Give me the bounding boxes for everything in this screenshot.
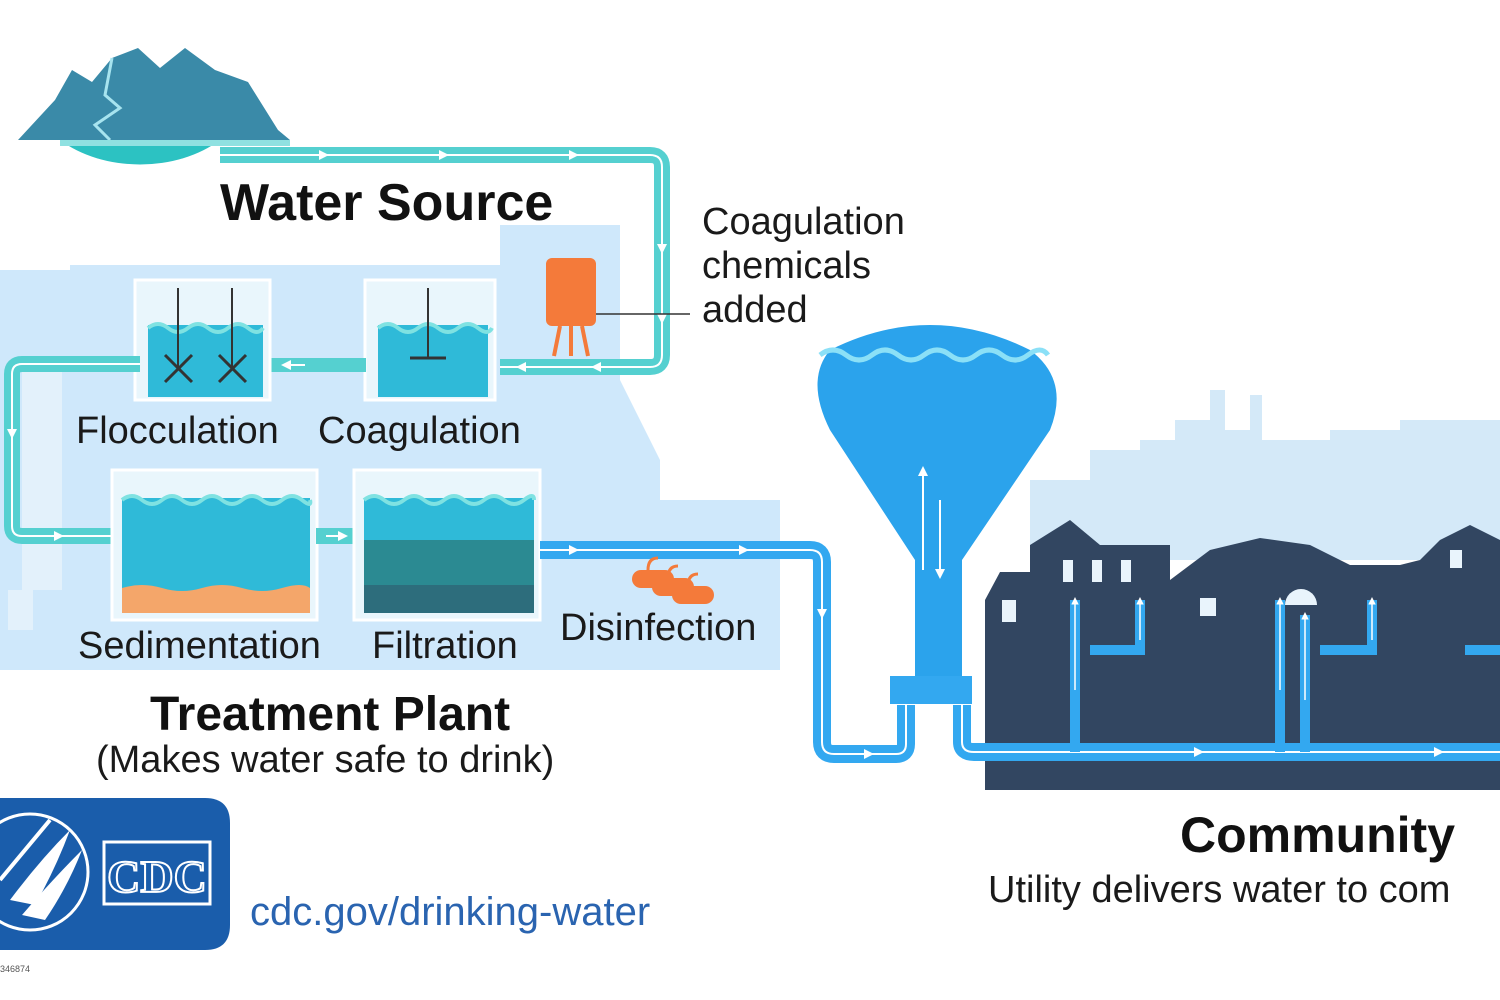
pipe-coag-floc <box>268 358 366 372</box>
community-pipes <box>953 597 1500 761</box>
coag-chem-label-3: added <box>702 289 808 331</box>
coag-chem-label-2: chemicals <box>702 245 871 287</box>
hhs-eagle-icon <box>0 812 90 932</box>
flocculation-label: Flocculation <box>76 410 279 452</box>
water-source-mountains <box>18 48 290 165</box>
flocculation-tank <box>133 278 272 402</box>
source-pipe <box>220 147 670 375</box>
chemical-tank-icon <box>546 258 690 357</box>
disinfection-capsules-icon <box>632 556 714 604</box>
community-houses <box>985 520 1500 790</box>
treatment-plant-title: Treatment Plant <box>150 688 510 741</box>
water-tower-icon <box>817 325 1057 704</box>
sedimentation-label: Sedimentation <box>78 625 321 667</box>
cdc-url-link[interactable]: cdc.gov/drinking-water <box>250 890 650 934</box>
pipe-sed-filt <box>316 528 356 544</box>
community-subtitle: Utility delivers water to com <box>988 869 1450 911</box>
treatment-plant-subtitle: (Makes water safe to drink) <box>96 739 554 781</box>
coag-chem-label-1: Coagulation <box>702 201 905 243</box>
pipe-floc-sed <box>4 356 140 544</box>
pipe-disinfection <box>540 541 915 763</box>
sedimentation-tank <box>110 468 319 622</box>
filtration-label: Filtration <box>372 625 518 667</box>
community-title: Community <box>1180 807 1455 863</box>
water-source-label: Water Source <box>220 174 553 232</box>
image-code: 346874 <box>0 964 30 974</box>
coagulation-tank <box>363 278 497 402</box>
cdc-wordmark: CDC <box>107 851 207 902</box>
city-skyline <box>1030 390 1500 560</box>
filtration-tank <box>352 468 542 622</box>
disinfection-label: Disinfection <box>560 607 756 649</box>
coagulation-label: Coagulation <box>318 410 521 452</box>
cdc-logo: CDC <box>0 798 230 950</box>
